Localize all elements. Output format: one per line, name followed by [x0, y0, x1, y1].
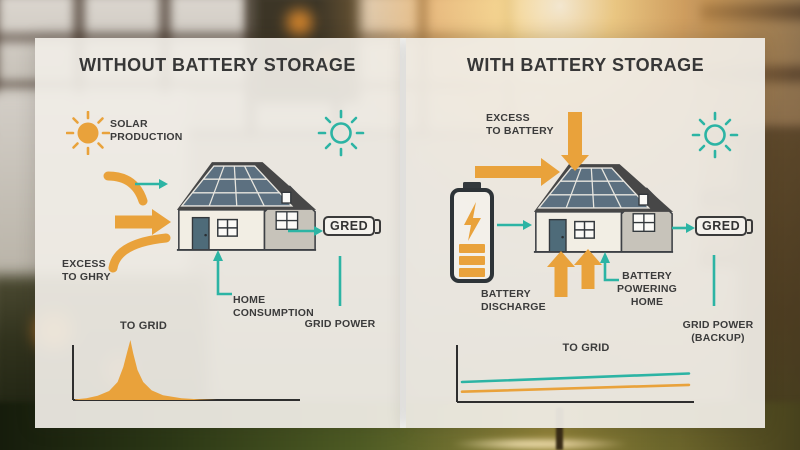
- front-window: [574, 220, 595, 239]
- grid-connector: GRED: [323, 216, 382, 236]
- grid-power-label: GRID POWER: [304, 318, 376, 330]
- battery-icon: [450, 182, 494, 283]
- gable-windows: [275, 191, 299, 230]
- grid-box: GRED: [323, 216, 376, 236]
- battery-discharge-label: BATTERY DISCHARGE: [481, 288, 546, 314]
- solar-to-home-arrow: [115, 209, 171, 235]
- panel-title-left: WITHOUT BATTERY STORAGE: [79, 55, 356, 75]
- to-grid-label: TO GRID: [120, 320, 168, 332]
- to-grid-chart: [72, 340, 300, 401]
- to-grid-chart: [456, 345, 694, 403]
- solar-flow-arc-top: [103, 171, 148, 206]
- solar-sun-icon: [66, 111, 110, 155]
- series-lower-line: [460, 383, 691, 394]
- house-icon: [533, 164, 674, 253]
- panel-divider: [400, 38, 406, 428]
- grid-box-terminal: [375, 218, 382, 234]
- series-to-grid-flow: [75, 340, 217, 400]
- battery-to-home-arrow: [497, 220, 532, 230]
- series-upper-line: [460, 372, 691, 384]
- excess-to-battery-label: EXCESS TO BATTERY: [486, 112, 554, 138]
- bg-lamp-post: [556, 408, 563, 450]
- grid-box: GRED: [695, 216, 748, 236]
- day-sun-icon: [691, 111, 739, 159]
- grid-box-terminal: [747, 218, 754, 234]
- panel-without-battery: WITHOUT BATTERY STORAGE SOLAR PRODUCTION: [35, 38, 400, 428]
- front-window: [217, 218, 238, 237]
- home-consumption-arrow: [213, 250, 232, 296]
- panel-with-battery: WITH BATTERY STORAGE EXCESS TO BATTERY: [406, 38, 765, 428]
- excess-label: EXCESS TO GHRY: [62, 258, 111, 284]
- house-icon: [176, 162, 317, 251]
- home-consumption-label: HOME CONSUMPTION: [233, 294, 314, 320]
- discharge-up-arrow-2: [574, 249, 602, 289]
- solar-production-label: SOLAR PRODUCTION: [110, 118, 183, 144]
- discharge-up-arrow-1: [547, 251, 575, 297]
- panel-title-right: WITH BATTERY STORAGE: [466, 55, 705, 75]
- grid-power-backup-label: GRID POWER (BACKUP): [682, 319, 754, 345]
- sun-to-roof-arrow: [135, 179, 168, 189]
- grid-box-label: GRED: [702, 219, 741, 233]
- solar-panels-icon: [180, 165, 294, 207]
- to-grid-label: TO GRID: [562, 342, 610, 354]
- day-sun-icon: [317, 109, 365, 157]
- lightning-icon: [464, 202, 481, 241]
- door: [548, 218, 567, 253]
- solar-flow-arc-bottom: [108, 233, 171, 273]
- battery-powering-home-label: BATTERY POWERING HOME: [617, 270, 677, 309]
- gable-windows: [632, 193, 656, 232]
- solar-panels-icon: [537, 167, 651, 209]
- grid-connector: GRED: [695, 216, 754, 236]
- moon-icon: [453, 311, 465, 333]
- door: [191, 216, 210, 251]
- grid-box-label: GRED: [330, 219, 369, 233]
